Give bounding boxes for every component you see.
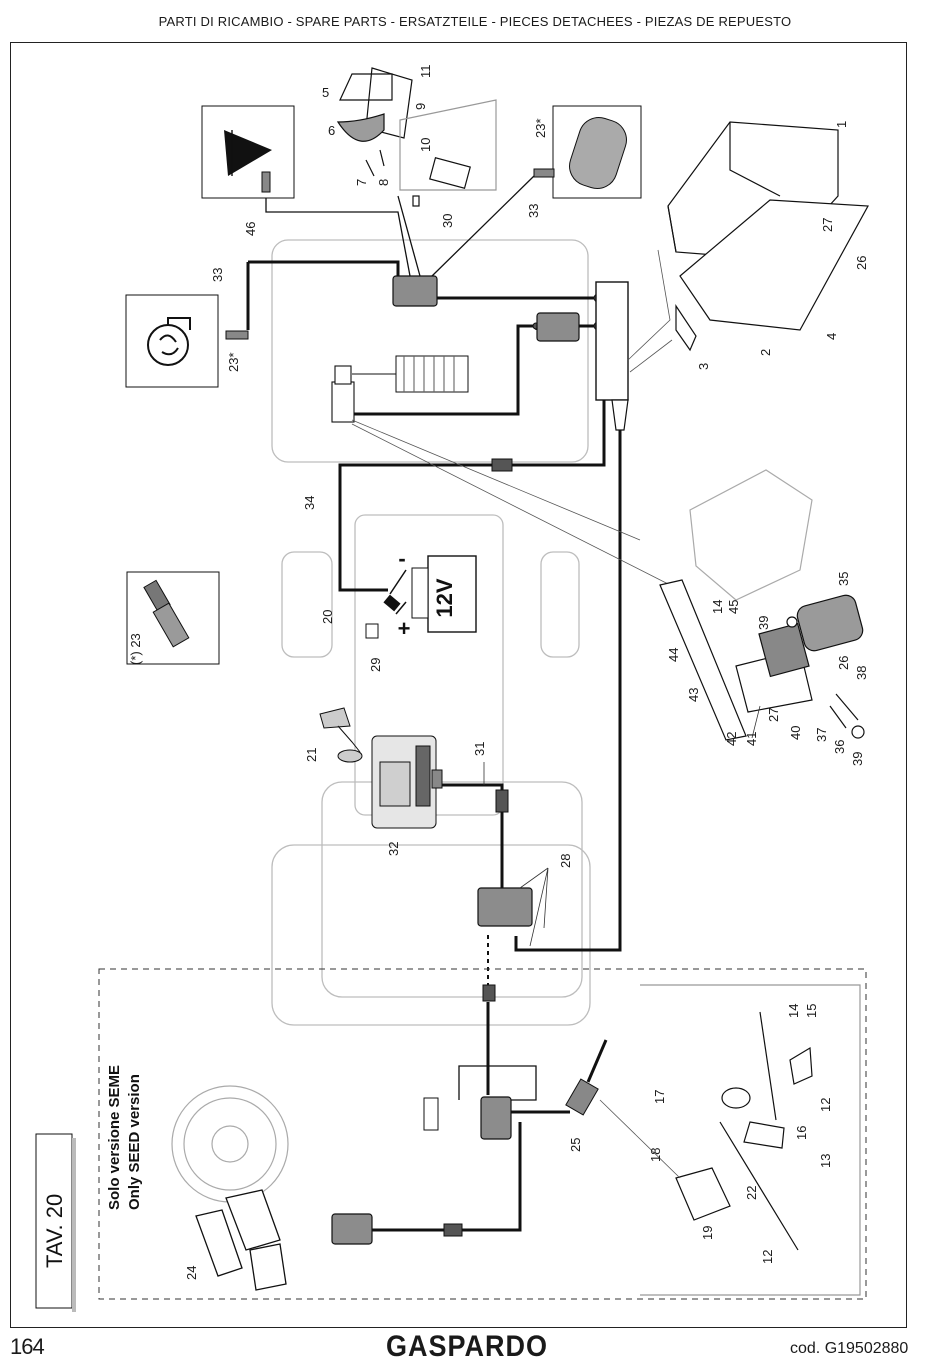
callout-c39b: 39 <box>850 752 865 766</box>
callout-c12a: 12 <box>818 1098 833 1112</box>
callout-c11: 11 <box>418 65 433 79</box>
callout-c18: 18 <box>648 1148 663 1162</box>
brand-logo: GASPARDO <box>386 1329 549 1363</box>
page-number: 164 <box>10 1334 45 1359</box>
seed-detail <box>599 984 861 1296</box>
cable-clip <box>423 1097 439 1131</box>
callout-c36: 36 <box>832 740 847 754</box>
drawing-frame <box>10 42 907 1328</box>
monitor-bracket <box>319 707 363 763</box>
callout-c13: 13 <box>818 1154 833 1168</box>
battery-minus: - <box>398 546 405 571</box>
callout-c6: 6 <box>328 123 335 138</box>
sensor-23-lower <box>225 330 249 340</box>
callout-c25: 25 <box>568 1138 583 1152</box>
control-monitor <box>371 735 443 829</box>
callout-c32: 32 <box>386 842 401 856</box>
control-boxes <box>331 275 580 1245</box>
table-label: TAV. 20 <box>42 1194 67 1268</box>
callout-c19: 19 <box>700 1226 715 1240</box>
callout-c33a: 33 <box>526 204 541 218</box>
callout-c21: 21 <box>304 748 319 762</box>
seed-version-area <box>98 968 867 1300</box>
callout-c23a: 23* <box>533 118 548 138</box>
page-header-title: PARTI DI RICAMBIO - SPARE PARTS - ERSATZ… <box>158 14 792 29</box>
leader-lines <box>483 705 761 947</box>
sensor-symbol <box>224 130 272 176</box>
callout-c24: 24 <box>184 1266 199 1280</box>
callout-c15: 15 <box>804 1004 819 1018</box>
callout-c22: 22 <box>744 1186 759 1200</box>
seed-wheel <box>171 1085 289 1203</box>
callout-c29: 29 <box>368 658 383 672</box>
junction-box-main <box>595 281 629 401</box>
callout-c34: 34 <box>302 496 317 510</box>
callout-c12b: 12 <box>760 1250 775 1264</box>
document-code: cod. G19502880 <box>790 1340 909 1357</box>
callout-c3: 3 <box>696 363 711 370</box>
sensor-23-upper <box>533 168 555 178</box>
seed-note-line2: Only SEED version <box>126 1074 143 1210</box>
callout-c42: 42 <box>724 732 739 746</box>
callout-c4: 4 <box>824 333 839 340</box>
battery <box>365 555 477 639</box>
seed-note-line1: Solo versione SEME <box>106 1065 123 1210</box>
callout-c8: 8 <box>376 179 391 186</box>
seed-sensor-25 <box>565 1039 608 1116</box>
fan-symbol <box>147 317 191 366</box>
motor-detail <box>659 469 865 741</box>
callout-c5: 5 <box>322 85 329 100</box>
callout-c23b: 23* <box>226 352 241 372</box>
callout-c16: 16 <box>794 1126 809 1140</box>
sensor-photo-23 <box>143 579 190 648</box>
callout-c44: 44 <box>666 648 681 662</box>
callout-c40: 40 <box>788 726 803 740</box>
callout-c26a: 26 <box>854 256 869 270</box>
battery-voltage: 12V <box>432 578 457 617</box>
callout-c7: 7 <box>354 179 369 186</box>
callout-c9: 9 <box>413 103 428 110</box>
callout-c37: 37 <box>814 728 829 742</box>
callout-c45: 45 <box>726 600 741 614</box>
tav-label-box <box>35 1133 76 1312</box>
bracket-assembly <box>336 67 497 207</box>
callout-c1: 1 <box>834 121 849 128</box>
callout-c43: 43 <box>686 688 701 702</box>
roller-photo-23 <box>569 116 627 190</box>
sensor-46 <box>261 171 271 193</box>
callout-c14b: 14 <box>786 1004 801 1018</box>
callout-c38: 38 <box>854 666 869 680</box>
callout-c31: 31 <box>472 742 487 756</box>
callout-c14a: 14 <box>710 600 725 614</box>
callout-c33b: 33 <box>210 268 225 282</box>
callout-c27a: 27 <box>820 218 835 232</box>
callout-c10: 10 <box>418 138 433 152</box>
callout-note_23: (*) 23 <box>128 633 143 665</box>
metering-unit <box>331 355 469 423</box>
callout-c2: 2 <box>758 349 773 356</box>
callout-c27b: 27 <box>766 708 781 722</box>
callout-c28: 28 <box>558 854 573 868</box>
detail-leaders <box>351 419 681 591</box>
inset-boxes <box>125 105 642 665</box>
callout-c26b: 26 <box>836 656 851 670</box>
seed-valve-24 <box>195 1189 287 1291</box>
main-plug <box>611 399 629 431</box>
callout-c41: 41 <box>744 732 759 746</box>
callout-c46: 46 <box>243 222 258 236</box>
callout-c30: 30 <box>440 214 455 228</box>
thin-wires <box>265 174 537 1101</box>
callout-c17: 17 <box>652 1090 667 1104</box>
callout-labels: 5 11 9 6 10 7 8 23* 30 33 46 33 23* 1 27… <box>128 65 869 1281</box>
implement-box <box>667 121 869 352</box>
callout-c35: 35 <box>836 572 851 586</box>
callout-c20: 20 <box>320 610 335 624</box>
battery-plus: + <box>398 616 411 641</box>
callout-c39a: 39 <box>756 616 771 630</box>
